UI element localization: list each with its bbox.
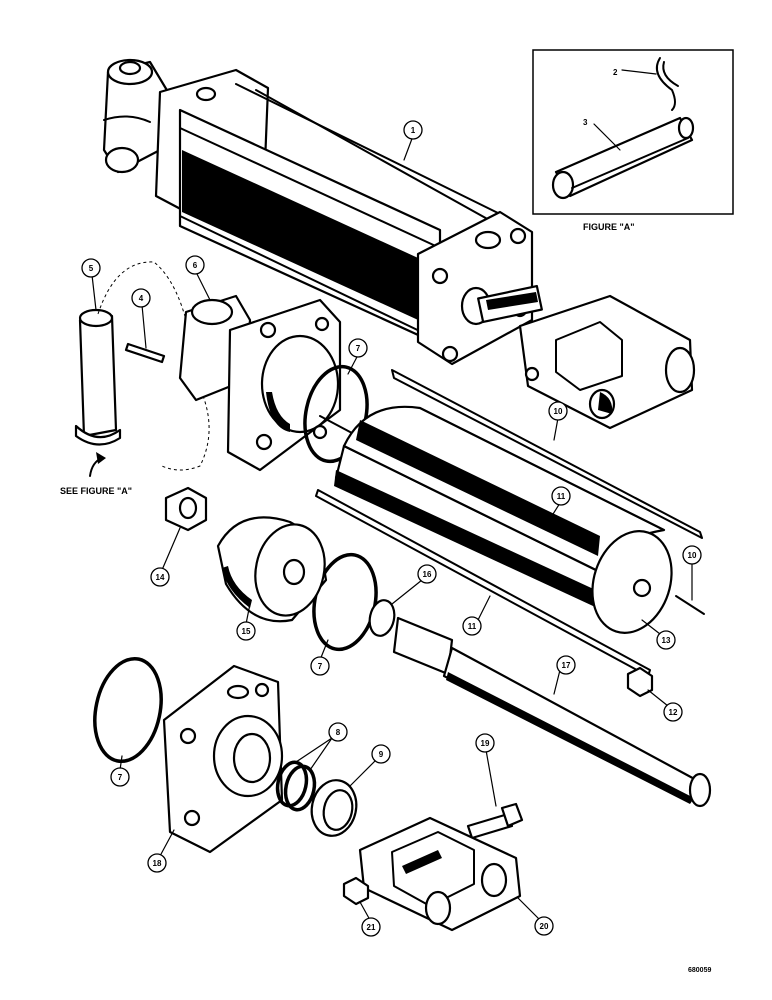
svg-text:11: 11: [557, 492, 566, 501]
assembled-barrel: [178, 83, 501, 347]
callout-14: 14: [150, 527, 181, 587]
part-16-washer: [368, 599, 396, 637]
part-19-bolt: [466, 802, 524, 840]
part-14-nut: [164, 486, 208, 532]
figure-a-inset: 2 3 FIGURE "A": [532, 49, 734, 232]
svg-text:19: 19: [481, 739, 490, 748]
part-18-front-head: [162, 664, 284, 854]
cotter-pin-fig-a: [656, 57, 679, 111]
svg-text:7: 7: [118, 773, 123, 782]
svg-text:5: 5: [89, 264, 94, 273]
part-15-piston: [216, 516, 328, 623]
svg-text:20: 20: [540, 922, 549, 931]
callout-2: 2: [613, 68, 618, 77]
assembled-front-clevis: [518, 294, 696, 430]
svg-text:18: 18: [153, 859, 162, 868]
assembled-cylinder: [102, 58, 696, 430]
callout-7-lower: 7: [110, 755, 130, 787]
part-12-nut: [626, 666, 654, 698]
part-8-ring-b: [283, 764, 317, 812]
callout-11-lower: 11: [462, 595, 491, 636]
assembled-front-head: [416, 210, 534, 366]
part-13-barrel: [334, 405, 673, 634]
svg-text:8: 8: [336, 728, 341, 737]
svg-text:7: 7: [318, 662, 323, 671]
callout-10-upper: 10: [548, 401, 568, 441]
part-5-pin: [74, 308, 122, 446]
dashed-leader: [97, 261, 210, 471]
svg-text:13: 13: [662, 636, 671, 645]
callout-6: 6: [185, 255, 211, 301]
svg-text:15: 15: [242, 627, 251, 636]
callout-3: 3: [583, 118, 588, 127]
callouts: 1 4 5 6 7 7 7: [81, 120, 702, 937]
part-21-nut: [342, 876, 370, 906]
svg-text:16: 16: [423, 570, 432, 579]
part-6-rear-head: [178, 294, 342, 472]
callout-5: 5: [81, 258, 101, 311]
svg-text:17: 17: [562, 661, 571, 670]
callout-16: 16: [391, 564, 437, 605]
part-7-seal-lower: [93, 656, 163, 764]
part-9-wiper: [310, 779, 358, 837]
part-4-cotter-pin: [124, 342, 166, 364]
callout-1: 1: [403, 120, 423, 161]
svg-text:10: 10: [688, 551, 697, 560]
svg-text:4: 4: [139, 294, 144, 303]
svg-text:SEE FIGURE "A": SEE FIGURE "A": [60, 486, 132, 496]
see-figure-note: SEE FIGURE "A": [60, 452, 132, 496]
callout-13: 13: [641, 619, 676, 650]
part-20-front-clevis: [358, 816, 522, 932]
callout-21: 21: [359, 901, 381, 937]
part-17-piston-rod: [392, 616, 712, 808]
callout-17: 17: [553, 655, 576, 695]
figure-a-caption: FIGURE "A": [583, 222, 635, 232]
callout-4: 4: [131, 288, 151, 349]
callout-7-middle: 7: [310, 639, 330, 676]
callout-20: 20: [517, 897, 554, 936]
callout-8: 8: [295, 722, 348, 771]
callout-11-upper: 11: [547, 486, 571, 523]
svg-text:21: 21: [367, 923, 376, 932]
svg-text:12: 12: [669, 708, 678, 717]
svg-text:1: 1: [411, 126, 416, 135]
svg-text:6: 6: [193, 261, 198, 270]
figure-a-frame: [532, 49, 734, 215]
svg-text:11: 11: [468, 622, 477, 631]
callout-18: 18: [147, 829, 175, 873]
callout-15: 15: [236, 603, 256, 641]
callout-7-upper: 7: [347, 338, 368, 375]
svg-text:10: 10: [554, 407, 563, 416]
svg-text:7: 7: [356, 344, 361, 353]
svg-text:14: 14: [156, 573, 165, 582]
callout-9: 9: [349, 744, 391, 787]
callout-10-lower: 10: [682, 545, 702, 601]
assembled-rear-clevis: [102, 58, 170, 174]
drawing-number: 680059: [688, 967, 711, 974]
svg-text:9: 9: [379, 750, 384, 759]
callout-19: 19: [475, 733, 497, 807]
callout-12: 12: [647, 689, 683, 722]
pin-fig-a: [551, 116, 695, 200]
